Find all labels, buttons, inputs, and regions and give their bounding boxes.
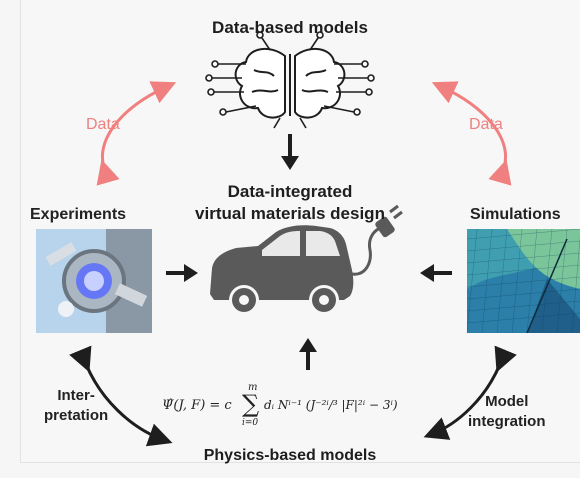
plug-icon: [351, 204, 403, 276]
interpretation-label: Inter- pretation: [44, 386, 108, 426]
data-based-models-title: Data-based models: [212, 18, 368, 37]
interpretation-line2: pretation: [44, 407, 109, 424]
simulation-mesh-image: [467, 229, 580, 333]
arrow-brain-to-center: [281, 134, 299, 170]
simulations-label: Simulations: [470, 206, 561, 223]
experiments-label: Experiments: [30, 206, 127, 223]
formula-sum-top: m: [248, 382, 258, 393]
data-label-right: Data: [469, 116, 503, 133]
formula-lhs: Ψ̂(J, F) = c: [162, 398, 232, 413]
energy-formula: Ψ̂(J, F) = c m ∑ i=0 dᵢ Nⁱ⁻¹ (J⁻²ⁱ/³ |F|…: [156, 382, 456, 432]
arrow-physics-to-center: [299, 338, 317, 370]
formula-sum-bottom: i=0: [242, 418, 259, 428]
data-label-left: Data: [86, 116, 120, 133]
model-integration-line1: Model: [485, 393, 529, 410]
model-integration-arrow: [423, 345, 517, 440]
model-integration-line2: integration: [468, 413, 546, 430]
data-arrow-right: [431, 81, 512, 186]
arrow-experiments-to-center: [166, 264, 198, 282]
data-arrow-left: [96, 81, 177, 186]
experiment-photo: [36, 229, 152, 333]
brain-circuit-icon: [205, 31, 375, 129]
model-integration-label: Model integration: [468, 392, 546, 432]
electric-car-icon: [210, 225, 354, 315]
center-title: Data-integrated virtual materials design: [0, 181, 580, 225]
interpretation-line1: Inter-: [57, 387, 95, 404]
interpretation-arrow: [69, 345, 173, 447]
physics-based-models-title: Physics-based models: [203, 447, 377, 464]
center-title-line2: virtual materials design: [195, 204, 385, 223]
center-title-line1: Data-integrated: [227, 182, 353, 201]
formula-term: dᵢ Nⁱ⁻¹ (J⁻²ⁱ/³ |F|²ⁱ − 3ⁱ): [264, 398, 398, 412]
arrow-simulations-to-center: [420, 264, 452, 282]
formula-sum-symbol: ∑: [242, 390, 260, 418]
